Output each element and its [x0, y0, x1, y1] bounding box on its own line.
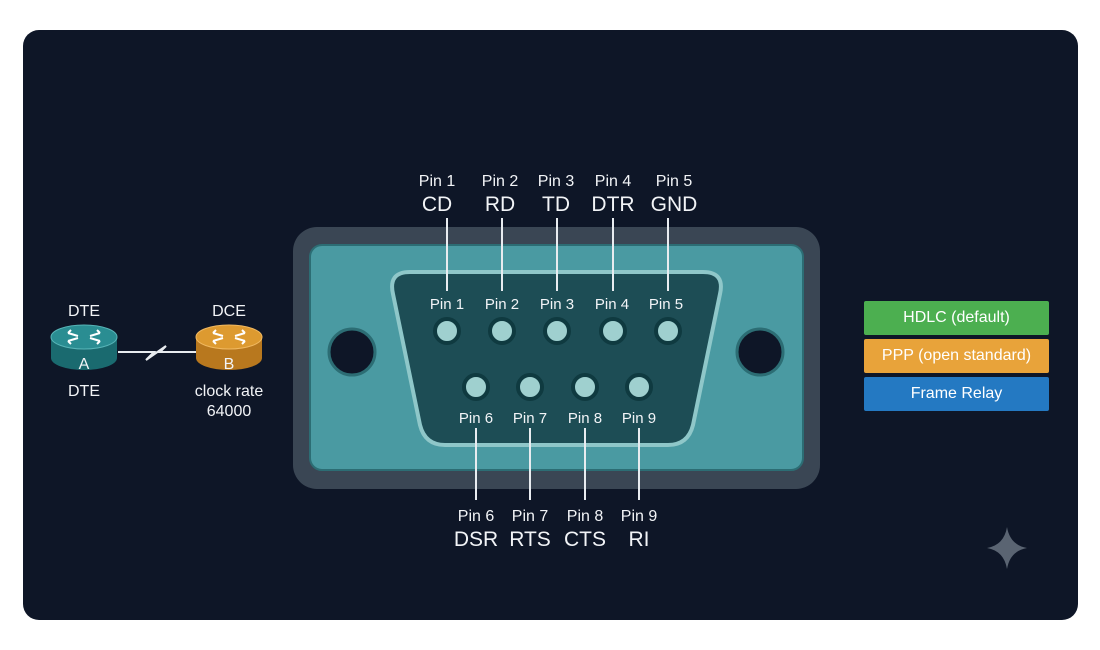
bottom-label-pin-7: Pin 7 [512, 508, 549, 525]
inner-label-pin-6: Pin 6 [459, 410, 493, 427]
router-a-bottom [51, 346, 117, 370]
top-label-pin-2: Pin 2 [482, 173, 519, 190]
inner-label-pin-9: Pin 9 [622, 410, 656, 427]
router-b-top [195, 324, 263, 350]
router-b-clock-label: clock rate [195, 383, 264, 400]
inner-label-pin-4: Pin 4 [595, 296, 629, 313]
pin-6 [462, 373, 490, 401]
pin-2 [488, 317, 516, 345]
router-b-letter: B [224, 356, 235, 373]
router-b-top-label: DCE [212, 303, 246, 320]
protocol-hdlc-label: HDLC (default) [903, 309, 1010, 326]
protocol-ppp-label: PPP (open standard) [881, 347, 1032, 364]
pin-5 [654, 317, 682, 345]
sparkle-icon [987, 527, 1027, 569]
bottom-signal-cts: CTS [564, 528, 606, 551]
bottom-label-pin-6: Pin 6 [458, 508, 495, 525]
bottom-signal-ri: RI [629, 528, 650, 551]
pin-7 [516, 373, 544, 401]
router-a-top [50, 324, 118, 350]
inner-label-pin-3: Pin 3 [540, 296, 574, 313]
inner-label-pin-5: Pin 5 [649, 296, 683, 313]
router-a-top-label: DTE [68, 303, 100, 320]
router-b [195, 324, 263, 370]
top-label-pin-3: Pin 3 [538, 173, 575, 190]
pin-8 [571, 373, 599, 401]
top-signal-rd: RD [485, 193, 515, 216]
mounting-hole-right [735, 327, 785, 377]
top-signal-dtr: DTR [591, 193, 634, 216]
top-signal-gnd: GND [651, 193, 698, 216]
top-signal-td: TD [542, 193, 570, 216]
inner-label-pin-8: Pin 8 [568, 410, 602, 427]
top-label-pin-5: Pin 5 [656, 173, 693, 190]
bottom-label-pin-8: Pin 8 [567, 508, 604, 525]
router-a-letter: A [79, 356, 90, 373]
router-b-clock-value: 64000 [207, 403, 252, 420]
connector-face [390, 270, 723, 447]
inner-label-pin-1: Pin 1 [430, 296, 464, 313]
router-a [50, 324, 118, 370]
pin-9 [625, 373, 653, 401]
top-signal-cd: CD [422, 193, 452, 216]
top-label-pin-1: Pin 1 [419, 173, 456, 190]
pin-1 [433, 317, 461, 345]
mounting-hole-left [327, 327, 377, 377]
router-arrows-icon [67, 329, 101, 345]
bottom-signal-dsr: DSR [454, 528, 498, 551]
inner-label-pin-7: Pin 7 [513, 410, 547, 427]
router-a-bottom-label: DTE [68, 383, 100, 400]
pin-4 [599, 317, 627, 345]
protocol-ppp: PPP (open standard) [864, 339, 1049, 373]
protocol-frame-relay-label: Frame Relay [910, 385, 1003, 402]
protocol-frame-relay: Frame Relay [864, 377, 1049, 411]
pin-3 [543, 317, 571, 345]
top-label-pin-4: Pin 4 [595, 173, 632, 190]
inner-label-pin-2: Pin 2 [485, 296, 519, 313]
router-b-bottom [196, 346, 262, 370]
serial-link-line [118, 345, 198, 361]
bottom-label-pin-9: Pin 9 [621, 508, 658, 525]
protocol-hdlc: HDLC (default) [864, 301, 1049, 335]
router-arrows-icon [212, 329, 246, 345]
bottom-signal-rts: RTS [509, 528, 551, 551]
